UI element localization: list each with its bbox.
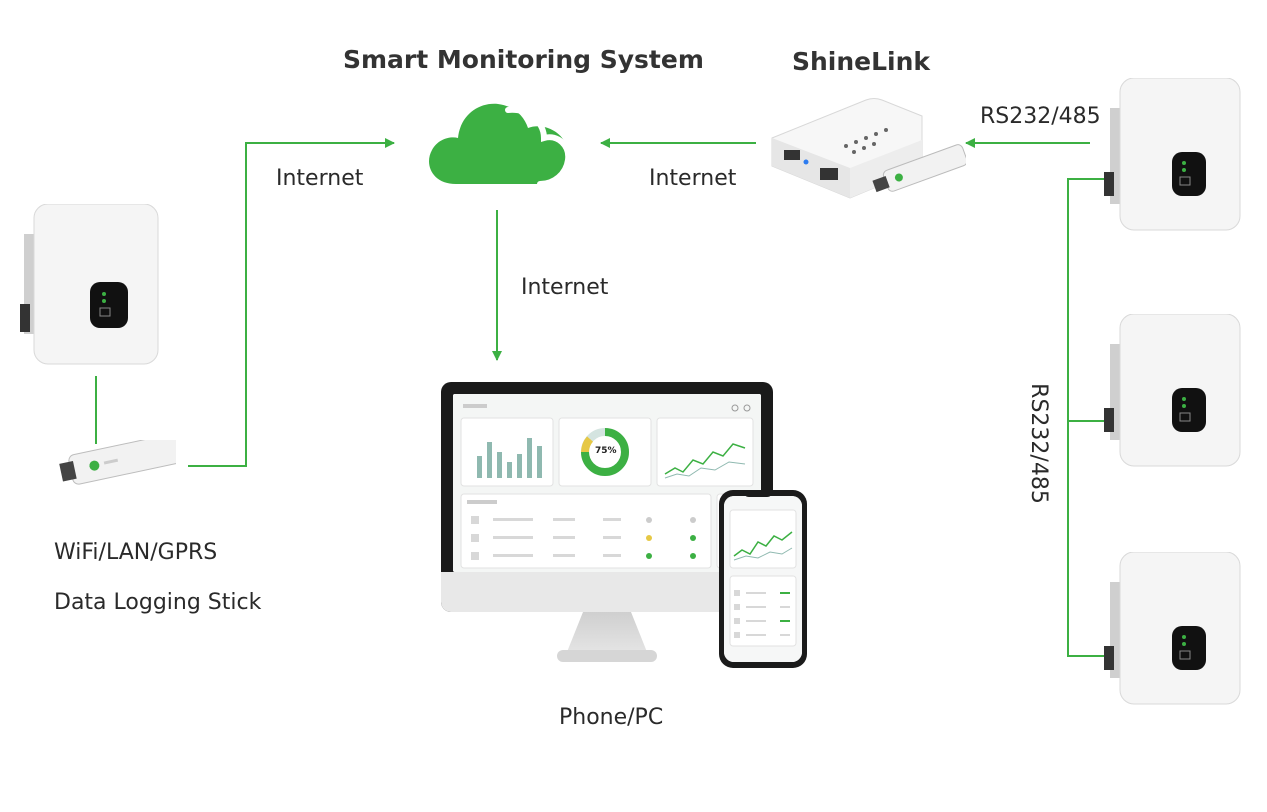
internet-label-right: Internet bbox=[649, 166, 737, 191]
shinelink-label: ShineLink bbox=[792, 47, 931, 76]
inverter-right-middle bbox=[1104, 314, 1241, 467]
stick-type-label: WiFi/LAN/GPRS bbox=[54, 540, 218, 565]
monitor-base bbox=[557, 650, 657, 662]
smartphone bbox=[719, 490, 807, 668]
monitor-stand bbox=[567, 612, 647, 652]
phone-dashboard bbox=[724, 496, 802, 662]
desktop-monitor: 75% bbox=[441, 382, 773, 664]
rs-bus bbox=[1067, 178, 1110, 657]
rs-label-horizontal: RS232/485 bbox=[980, 104, 1101, 129]
internet-label-left: Internet bbox=[276, 166, 364, 191]
monitor-chin bbox=[441, 572, 773, 612]
stick-name-label: Data Logging Stick bbox=[54, 590, 262, 615]
phone-notch bbox=[743, 490, 773, 497]
phone-screen bbox=[724, 496, 802, 662]
stick-cloud-arrow bbox=[188, 138, 395, 467]
data-logging-stick bbox=[59, 440, 176, 485]
gauge-value: 75% bbox=[595, 446, 617, 456]
shinelink-router bbox=[771, 98, 966, 199]
dashboard: 75% bbox=[453, 394, 761, 572]
monitor-screen: 75% bbox=[441, 382, 773, 612]
inverter-right-bottom bbox=[1104, 552, 1241, 705]
inverter-right-top bbox=[1104, 78, 1241, 231]
dashboard-graphics bbox=[453, 394, 761, 572]
client-label: Phone/PC bbox=[559, 705, 664, 730]
inverter-left bbox=[20, 204, 159, 365]
internet-label-down: Internet bbox=[521, 275, 609, 300]
system-title: Smart Monitoring System bbox=[343, 45, 704, 74]
cloud-icon bbox=[429, 103, 572, 187]
rs-label-vertical: RS232/485 bbox=[1025, 383, 1051, 504]
